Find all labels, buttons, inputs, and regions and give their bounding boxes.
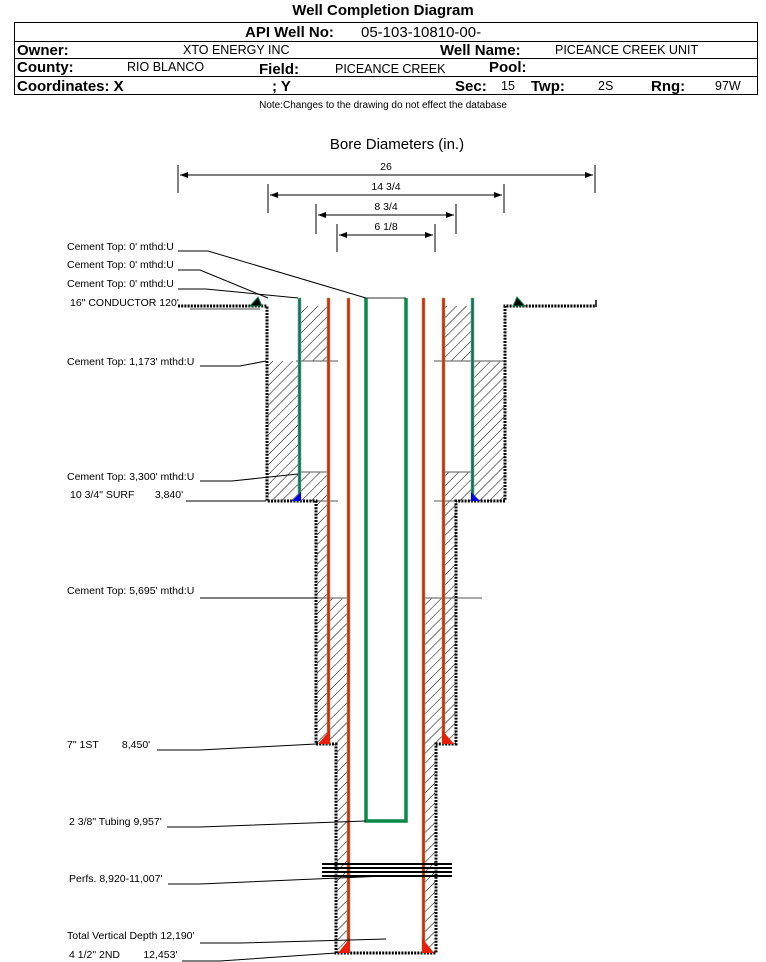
bore-dimension-14-3-4: 14 3/4 — [267, 181, 505, 213]
county-value: RIO BLANCO — [127, 60, 205, 74]
cement-annulus — [444, 306, 473, 361]
first-string-shoe — [318, 730, 330, 744]
surface-casing — [292, 297, 480, 502]
cement-top-label: Cement Top: 5,695' mthd:U — [67, 585, 194, 597]
database-note: Note:Changes to the drawing do not effec… — [259, 100, 507, 111]
second-string-casing — [338, 297, 434, 954]
rng-label: Rng: — [651, 78, 686, 95]
api-value: 05-103-10810-00- — [361, 24, 482, 41]
perforations — [322, 863, 452, 877]
rng-value: 97W — [715, 79, 741, 93]
cement-regions — [268, 306, 505, 953]
tubing-label: 2 3/8" Tubing 9,957' — [69, 816, 162, 828]
second-string-shoe — [422, 938, 434, 953]
cement-annulus — [317, 501, 328, 744]
field-label: Field: — [259, 61, 299, 78]
well-name-label: Well Name: — [440, 42, 521, 59]
coordinates-row: Coordinates: X ; Y Sec: 15 Twp: 2S Rng: … — [15, 77, 757, 96]
surface-casing-shoe — [471, 492, 480, 501]
cement-top-label: Cement Top: 1,173' mthd:U — [67, 356, 194, 368]
coordinates-label: Coordinates: X — [17, 78, 124, 95]
well-info-table: API Well No: 05-103-10810-00- Owner: XTO… — [14, 22, 758, 95]
cement-annulus — [444, 472, 473, 501]
cement-annulus — [337, 744, 348, 953]
cement-top-label: Cement Top: 0' mthd:U — [67, 259, 174, 271]
surface-casing-shoe — [292, 492, 301, 501]
cement-annulus — [300, 472, 328, 501]
cement-top-label: Cement Top: 0' mthd:U — [67, 241, 174, 253]
owner-row: Owner: XTO ENERGY INC Well Name: PICEANC… — [15, 42, 757, 59]
twp-label: Twp: — [531, 78, 565, 95]
bore-dimension-6-1-8: 6 1/8 — [336, 221, 436, 252]
bore-diameter-label: 6 1/8 — [374, 221, 398, 233]
total-depth-label: Total Vertical Depth 12,190' — [67, 930, 195, 942]
sec-value: 15 — [501, 79, 515, 93]
tubing — [364, 297, 408, 823]
cement-annulus — [268, 361, 299, 501]
cement-annulus — [424, 744, 435, 953]
first-string-casing — [318, 297, 454, 745]
conductor-label: 16" CONDUCTOR 120' — [70, 297, 179, 309]
cement-annulus — [444, 501, 456, 744]
conductor-shoe-right — [512, 296, 527, 307]
second-string-shoe — [338, 938, 350, 953]
leader-lines — [157, 250, 387, 962]
pool-label: Pool: — [489, 59, 527, 76]
cement-annulus — [329, 598, 348, 744]
well-name-value: PICEANCE CREEK UNIT — [555, 43, 699, 57]
borehole-wall — [178, 304, 596, 955]
county-label: County: — [17, 59, 74, 76]
api-label: API Well No: — [245, 24, 334, 41]
cement-annulus — [473, 361, 505, 501]
conductor-shoe-left — [248, 296, 263, 307]
owner-label: Owner: — [17, 42, 69, 59]
bore-diameter-label: 14 3/4 — [371, 181, 400, 193]
diagram-title: Well Completion Diagram — [292, 2, 474, 19]
y-coordinate-label: ; Y — [272, 78, 291, 95]
surface-casing-label: 10 3/4" SURF 3,840' — [70, 489, 183, 501]
api-row: API Well No: 05-103-10810-00- — [15, 23, 757, 42]
first-string-shoe — [442, 730, 454, 744]
bore-diameters-title: Bore Diameters (in.) — [330, 136, 464, 153]
cement-top-label: Cement Top: 0' mthd:U — [67, 278, 174, 290]
cement-annulus — [424, 598, 443, 744]
bore-diameter-label: 26 — [380, 161, 392, 173]
cement-annulus — [300, 306, 328, 361]
cement-top-label: Cement Top: 3,300' mthd:U — [67, 471, 194, 483]
bore-dimension-8-3-4: 8 3/4 — [315, 201, 457, 234]
perforations-label: Perfs. 8,920-11,007' — [69, 873, 162, 885]
bore-diameter-label: 8 3/4 — [374, 201, 398, 213]
twp-value: 2S — [598, 79, 614, 93]
sec-label: Sec: — [455, 78, 487, 95]
bore-dimension-26: 26 — [177, 161, 596, 193]
owner-value: XTO ENERGY INC — [183, 43, 290, 57]
field-value: PICEANCE CREEK — [335, 62, 446, 76]
second-string-label: 4 1/2" 2ND 12,453' — [69, 949, 177, 961]
county-row: County: RIO BLANCO Field: PICEANCE CREEK… — [15, 59, 757, 78]
first-string-label: 7" 1ST 8,450' — [67, 739, 150, 751]
